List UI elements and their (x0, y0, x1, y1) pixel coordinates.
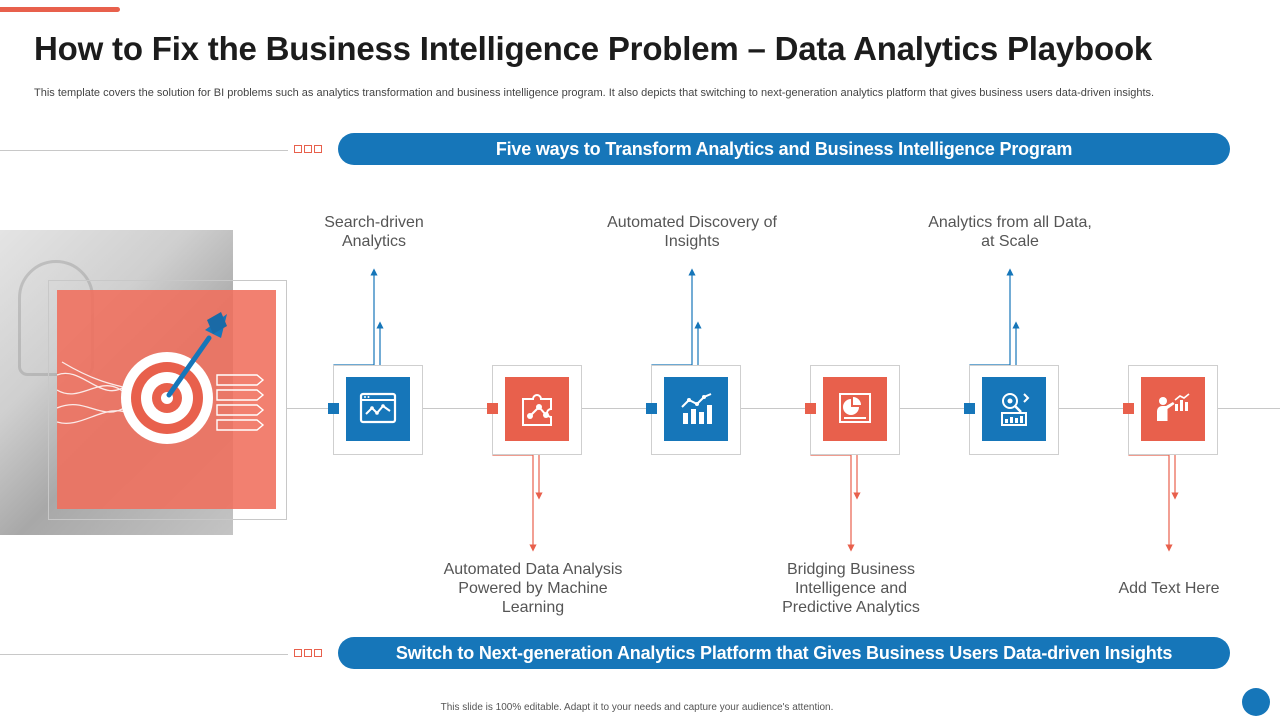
step-3-marker (646, 403, 657, 414)
step-5-marker (964, 403, 975, 414)
page-title: How to Fix the Business Intelligence Pro… (34, 30, 1153, 67)
page-subtitle: This template covers the solution for BI… (34, 87, 1155, 99)
step-5-label: Analytics from all Data, at Scale (928, 214, 1092, 250)
network-analysis-icon (522, 394, 552, 426)
step-3-tile (664, 377, 728, 441)
banner-bottom-squares (294, 649, 322, 657)
page-indicator (1242, 688, 1270, 716)
title-accent-bar (0, 7, 120, 12)
banner-top-rule (0, 150, 288, 151)
presenter-chart-icon (1157, 393, 1190, 421)
timeline-axis (287, 408, 1280, 409)
step-5-tile (982, 377, 1046, 441)
banner-bottom: Switch to Next-generation Analytics Plat… (338, 637, 1230, 669)
step-1-marker (328, 403, 339, 414)
target-dart-icon (57, 312, 265, 444)
data-scale-icon (1001, 393, 1030, 426)
footer-note: This slide is 100% editable. Adapt it to… (440, 702, 834, 713)
step-3-label: Automated Discovery of Insights (607, 214, 777, 250)
step-2-label: Automated Data Analysis Powered by Machi… (443, 561, 623, 616)
dashboard-chart-icon (359, 392, 397, 424)
pie-report-icon (839, 393, 871, 423)
step-1-label: Search-driven Analytics (324, 214, 424, 250)
step-6-tile (1141, 377, 1205, 441)
step-2-tile (505, 377, 569, 441)
step-2-marker (487, 403, 498, 414)
hero-frame (48, 280, 287, 520)
step-4-marker (805, 403, 816, 414)
banner-top-squares (294, 145, 322, 153)
step-4-label: Bridging Business Intelligence and Predi… (782, 561, 920, 616)
step-6-marker (1123, 403, 1134, 414)
step-1-tile (346, 377, 410, 441)
bar-trend-chart-icon (681, 393, 712, 424)
step-4-tile (823, 377, 887, 441)
step-6-label: Add Text Here (1118, 580, 1220, 597)
banner-bottom-rule (0, 654, 288, 655)
banner-top: Five ways to Transform Analytics and Bus… (338, 133, 1230, 165)
